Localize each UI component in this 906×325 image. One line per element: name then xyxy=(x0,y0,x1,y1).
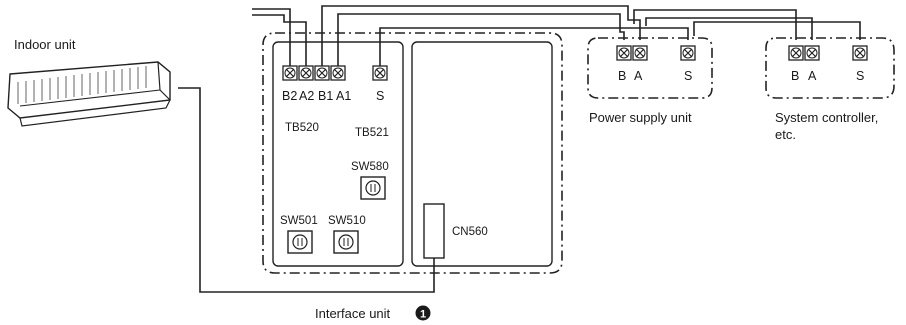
sw510-label: SW510 xyxy=(328,215,366,227)
tb521-terminal xyxy=(372,65,388,81)
power-supply-terminal-label-a: A xyxy=(634,69,643,83)
interface-unit-label: Interface unit xyxy=(315,306,391,321)
power-supply-unit-label: Power supply unit xyxy=(589,110,692,125)
sw510-rotary-switch-icon xyxy=(333,230,359,254)
cn560-label: CN560 xyxy=(452,226,488,238)
tb520-terminals xyxy=(282,65,346,81)
system-controller-outline xyxy=(765,37,895,99)
power-supply-terminal-label-b: B xyxy=(618,69,626,83)
tb520-terminal-label-b1: B1 xyxy=(318,89,333,103)
system-controller-label-line2: etc. xyxy=(775,127,796,142)
power-supply-unit-outline xyxy=(587,37,713,99)
power-supply-terminals xyxy=(616,45,696,61)
sw501-label: SW501 xyxy=(280,215,318,227)
system-controller-terminal-label-a: A xyxy=(808,69,817,83)
interface-unit-badge: 1 xyxy=(415,305,431,321)
sw501-rotary-switch-icon xyxy=(287,230,313,254)
tb521-terminal-label-s: S xyxy=(376,89,384,103)
interface-unit-badge-number: 1 xyxy=(420,309,426,321)
tb520-terminal-label-a1: A1 xyxy=(336,89,351,103)
indoor-unit-label: Indoor unit xyxy=(14,37,76,52)
cn560-connector xyxy=(423,203,445,259)
interface-board-right xyxy=(411,41,553,267)
tb520-label: TB520 xyxy=(285,122,319,134)
sw580-label: SW580 xyxy=(351,161,389,173)
wires xyxy=(178,5,861,293)
system-controller-terminal-label-s: S xyxy=(856,69,864,83)
system-controller-terminals xyxy=(788,45,868,61)
tb521-label: TB521 xyxy=(355,127,389,139)
interface-board-left xyxy=(272,41,404,267)
indoor-unit-illustration xyxy=(7,61,171,127)
tb520-terminal-label-b2: B2 xyxy=(282,89,297,103)
sw580-rotary-switch-icon xyxy=(360,176,386,200)
interface-unit-outline xyxy=(262,32,563,274)
power-supply-terminal-label-s: S xyxy=(684,69,692,83)
system-controller-terminal-label-b: B xyxy=(791,69,799,83)
system-controller-label-line1: System controller, xyxy=(775,110,878,125)
tb520-terminal-label-a2: A2 xyxy=(299,89,314,103)
